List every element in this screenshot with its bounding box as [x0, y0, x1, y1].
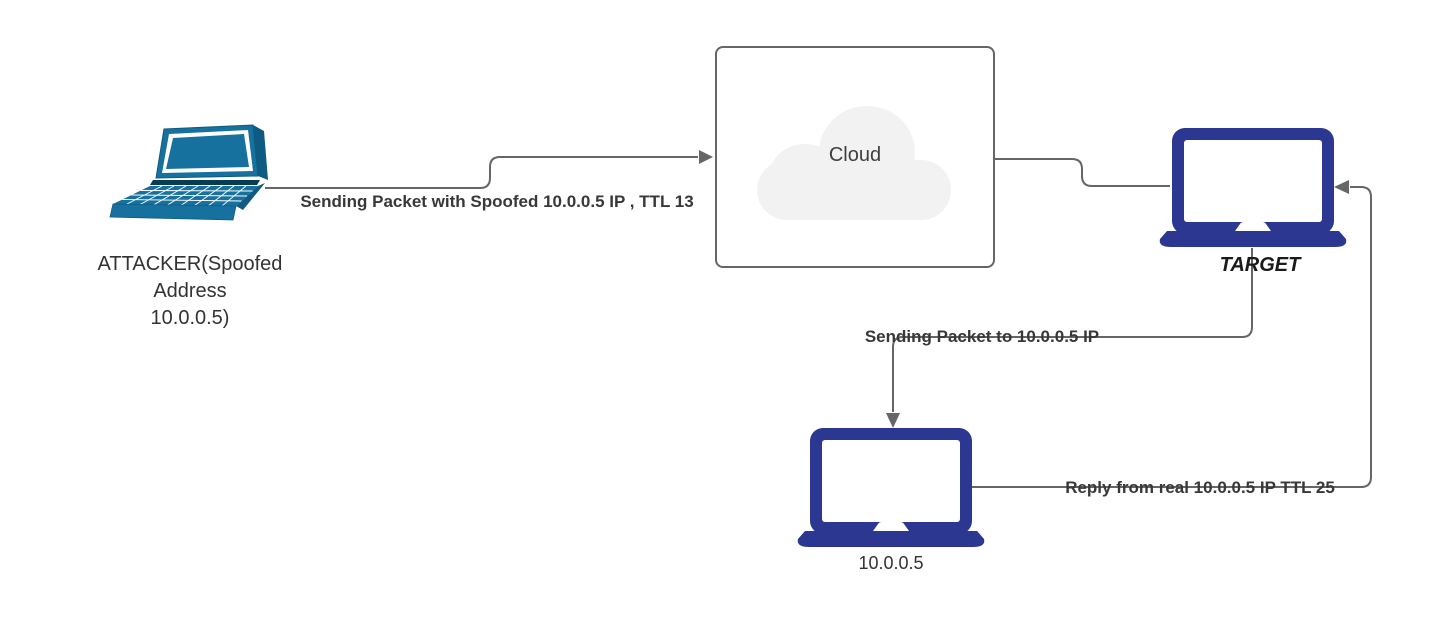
edge-attacker-to-cloud: [265, 156, 698, 189]
laptop-icon: [797, 428, 985, 547]
arrowhead-into-realhost: [886, 413, 900, 428]
edge-target-to-realhost: [892, 248, 1253, 412]
edge-label-spoofed-packet: Sending Packet with Spoofed 10.0.0.5 IP …: [300, 192, 694, 211]
edge-cloud-to-target: [995, 158, 1170, 187]
arrowhead-into-target: [1334, 180, 1349, 194]
realhost-node: [796, 428, 986, 548]
edge-label-reply: Reply from real 10.0.0.5 IP TTL 25: [1065, 478, 1335, 497]
attacker-node: [100, 122, 270, 234]
edge-label-sending-packet: Sending Packet to 10.0.0.5 IP: [864, 327, 1100, 346]
attacker-label: ATTACKER(Spoofed Address 10.0.0.5): [97, 253, 283, 329]
target-node: [1158, 128, 1348, 248]
laptop-perspective-icon: [109, 124, 268, 221]
arrowhead-into-cloud: [699, 150, 713, 164]
cloud-label: Cloud: [828, 144, 882, 166]
edge-realhost-to-target: [972, 186, 1372, 488]
cloud-icon: [757, 106, 951, 220]
realhost-label: 10.0.0.5: [858, 553, 924, 573]
target-label: TARGET: [1219, 254, 1301, 276]
cloud-box: Cloud: [715, 46, 995, 268]
laptop-icon: [1159, 128, 1347, 247]
